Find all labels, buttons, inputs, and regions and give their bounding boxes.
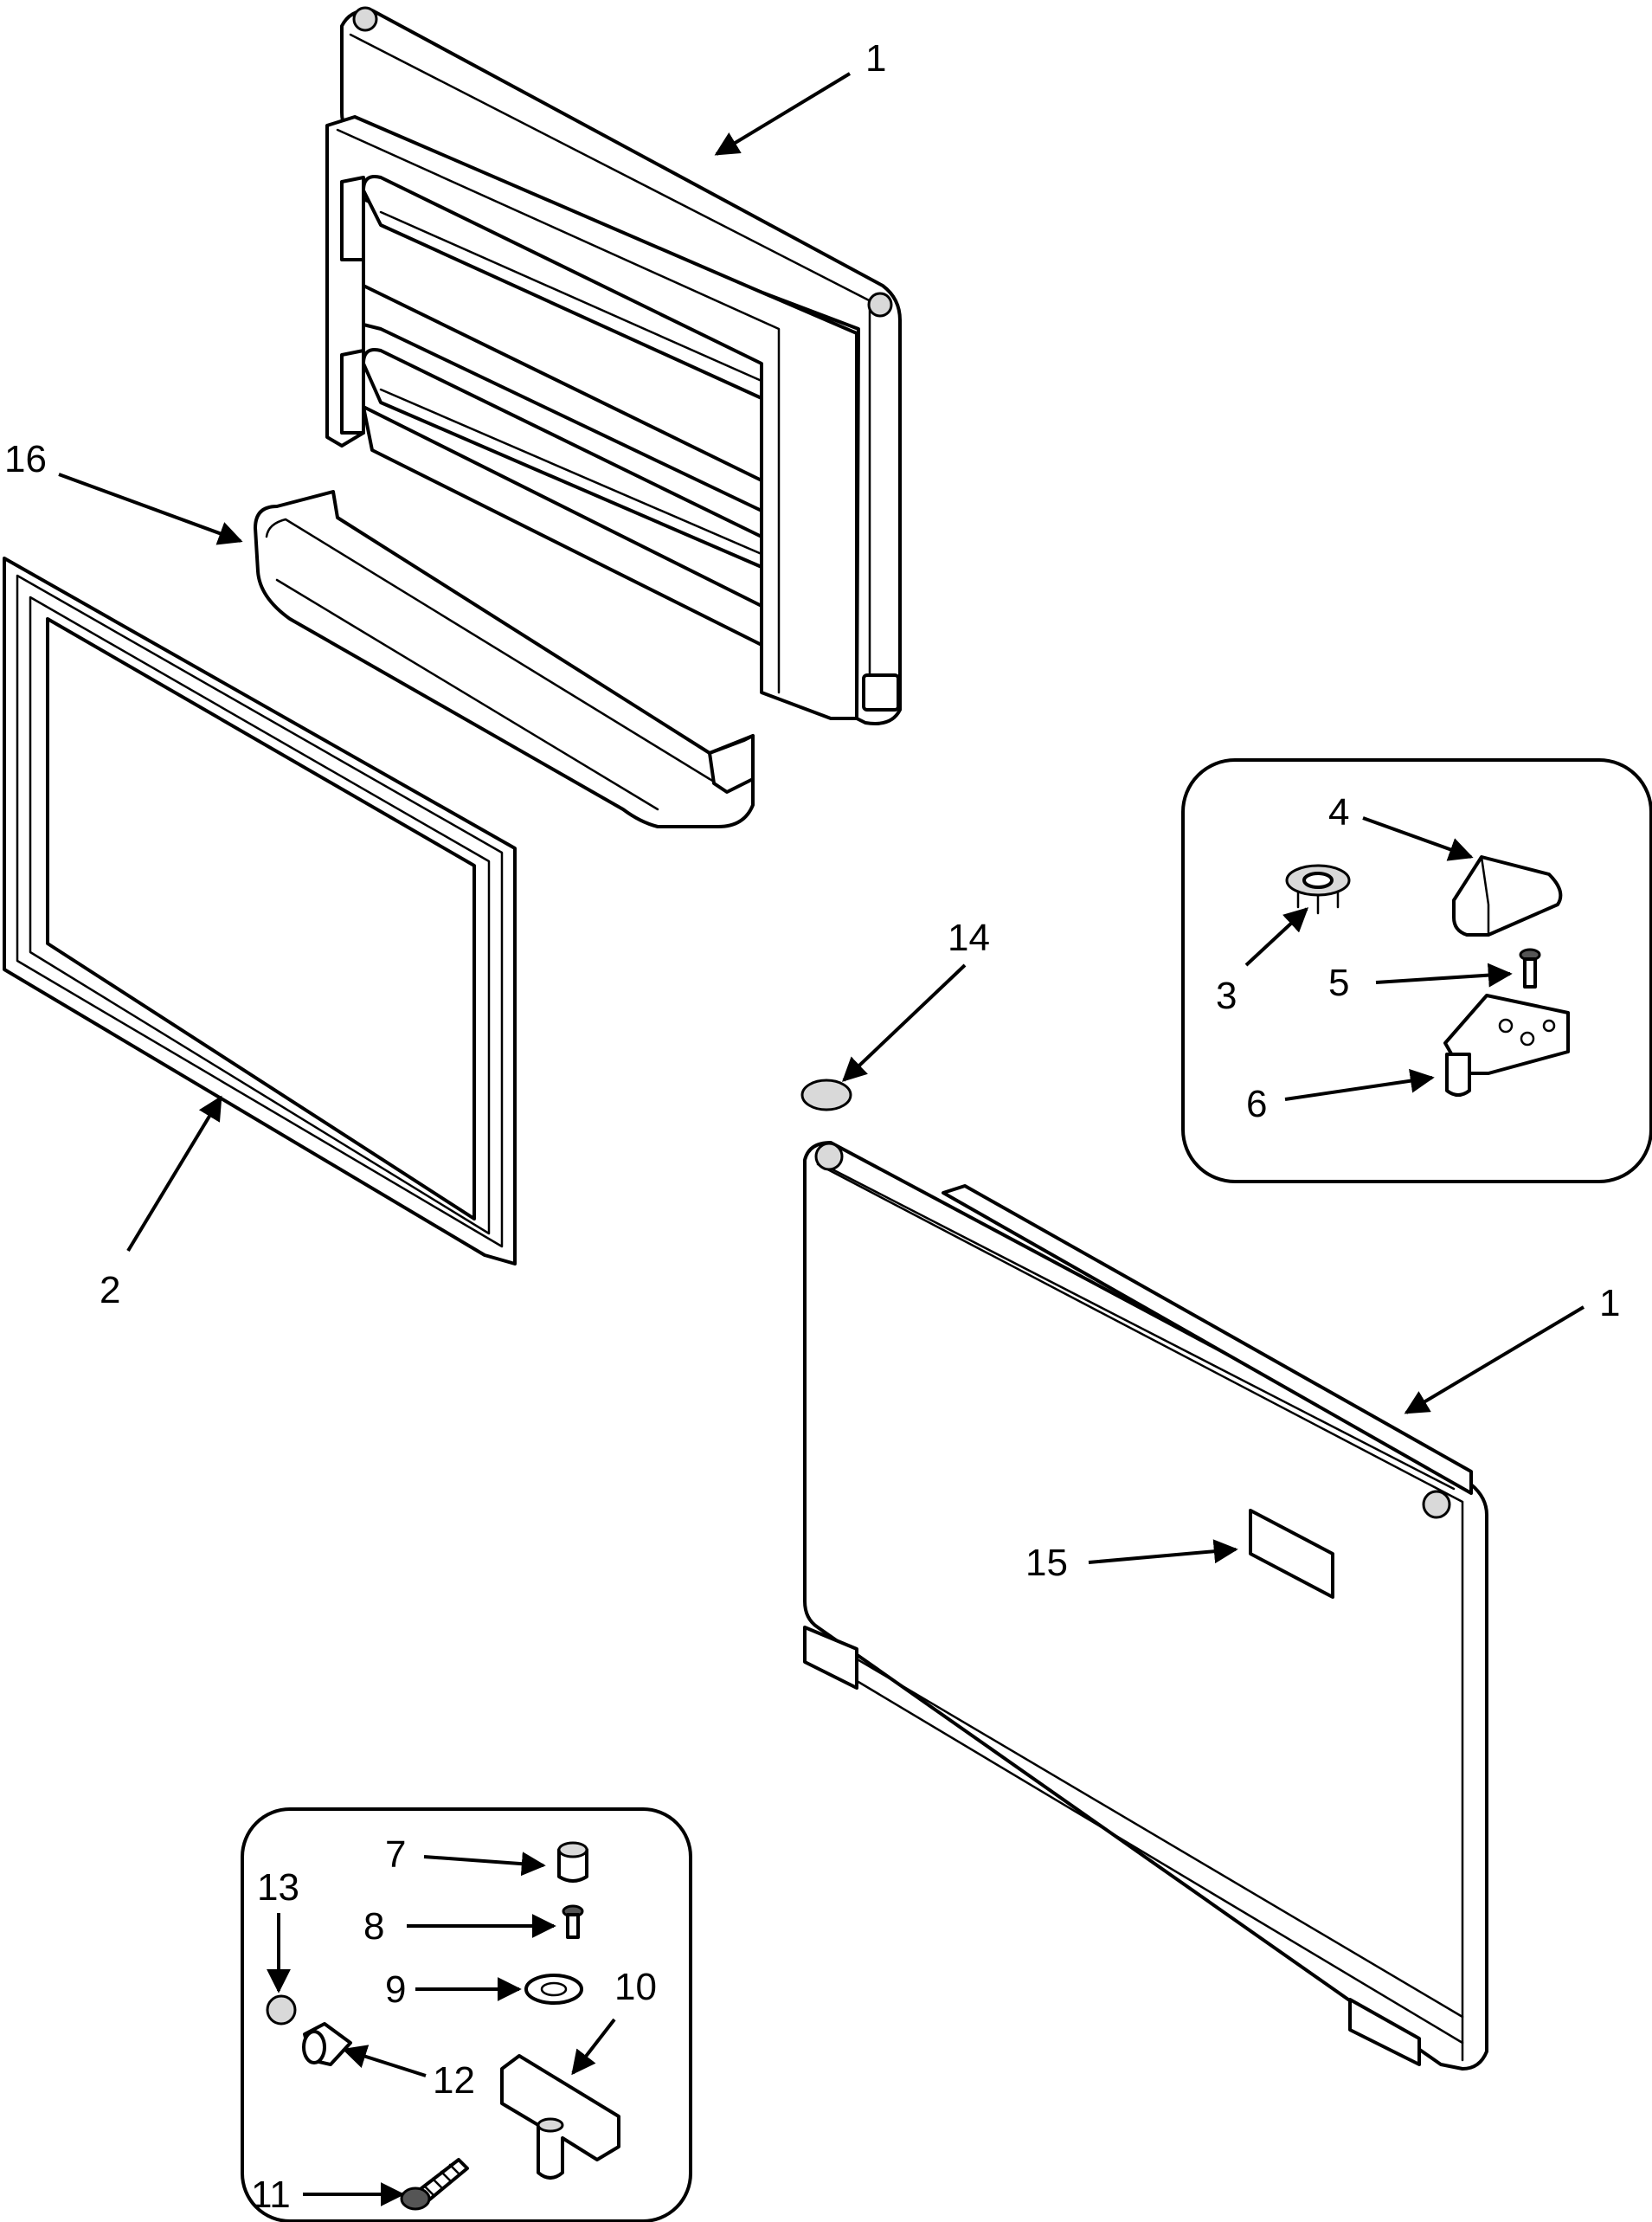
callout-3: 3 (1216, 975, 1237, 1017)
callout-8: 8 (363, 1905, 384, 1948)
callout-11: 11 (251, 2174, 291, 2216)
callout-12: 12 (433, 2059, 475, 2102)
label-plate (1249, 1509, 1334, 1599)
door-gasket (3, 557, 517, 1266)
lower-hinge-inset (241, 1807, 692, 2222)
upper-door-liner (325, 6, 902, 725)
callout-labels: 1 16 2 14 1 15 4 3 5 6 7 8 9 10 11 12 13 (4, 37, 1620, 2216)
upper-hinge-inset (1181, 758, 1652, 1183)
callout-2: 2 (100, 1269, 120, 1311)
callout-5: 5 (1328, 962, 1349, 1004)
leader-lines (58, 72, 1585, 2206)
callout-6: 6 (1246, 1083, 1267, 1125)
callout-4: 4 (1328, 791, 1349, 834)
callout-15: 15 (1025, 1542, 1068, 1584)
callout-1-lower: 1 (1599, 1282, 1620, 1324)
callout-7: 7 (385, 1833, 406, 1876)
callout-16: 16 (4, 438, 47, 480)
callout-13: 13 (257, 1866, 299, 1909)
callout-10: 10 (614, 1966, 657, 2008)
callout-1-upper: 1 (865, 37, 886, 80)
door-bin (254, 490, 755, 828)
callout-9: 9 (385, 1968, 406, 2011)
callout-14: 14 (948, 917, 990, 959)
lower-door-assembly (803, 1141, 1488, 2071)
plug-button (800, 1079, 852, 1111)
